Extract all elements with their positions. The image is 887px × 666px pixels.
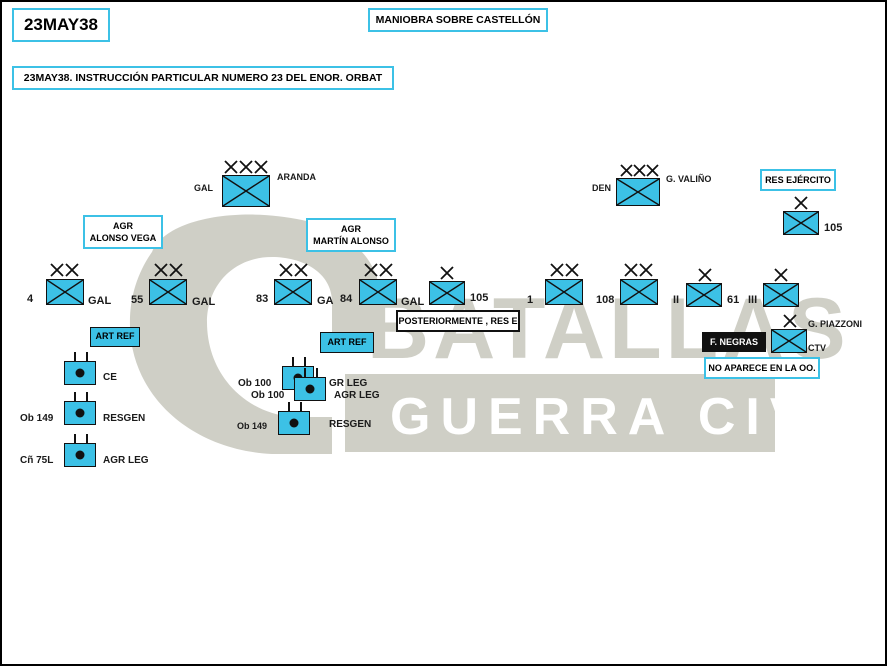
unit-piazzoni (771, 329, 807, 353)
division-108-number: 108 (596, 294, 615, 306)
echelon-x-piazzoni (783, 314, 797, 328)
unit-brigade-61 (686, 283, 722, 307)
unit-105-reserve-number: 105 (824, 222, 843, 234)
unit-brigade-105 (429, 281, 465, 305)
echelon-xx-84 (364, 263, 394, 277)
art-unit-agr-leg-left (64, 434, 96, 467)
valino-right-label: G. VALIÑO (666, 174, 712, 184)
unit-division-83 (274, 279, 312, 305)
agr-martin-alonso-line1: AGR (341, 224, 361, 234)
echelon-xx-1 (550, 263, 580, 277)
art-resgen-right-name: RESGEN (329, 419, 372, 430)
note-no-aparece-label: NO APARECE EN LA OO. (708, 363, 816, 373)
division-4-suffix: GAL (88, 295, 112, 307)
echelon-x-105 (440, 266, 454, 280)
title-box: MANIOBRA SOBRE CASTELLÓN (368, 8, 548, 32)
unit-division-84 (359, 279, 397, 305)
division-83-suffix: GA (317, 295, 334, 307)
subtitle-box: 23MAY38. INSTRUCCIÓN PARTICULAR NUMERO 2… (12, 66, 394, 90)
watermark-helmet-shape (129, 214, 381, 454)
agr-alonso-vega-box: AGR ALONSO VEGA (83, 215, 163, 249)
division-4-number: 4 (27, 293, 34, 305)
art-gr-leg-name: GR LEG (329, 378, 368, 389)
art-resgen-left-name: RESGEN (103, 413, 146, 424)
echelon-xxx-valino (620, 164, 660, 178)
agr-martin-alonso-line2: MARTÍN ALONSO (313, 236, 389, 246)
echelon-x-61 (698, 268, 712, 282)
art-unit-ce (64, 352, 96, 385)
art-ce-name: CE (103, 372, 117, 383)
art-unit-agr-leg-right (294, 368, 326, 401)
piazzoni-name: G. PIAZZONI (808, 319, 862, 329)
unit-105-reserve (783, 211, 819, 235)
date-box: 23MAY38 (12, 8, 110, 42)
note-posteriormente-label: POSTERIORMENTE , RES E (398, 316, 518, 326)
aranda-left-label: GAL (194, 183, 213, 193)
note-f-negras-label: F. NEGRAS (709, 337, 758, 347)
unit-division-55 (149, 279, 187, 305)
division-55-suffix: GAL (192, 296, 216, 308)
unit-division-1 (545, 279, 583, 305)
unit-brigade-iii (763, 283, 799, 307)
art-ref-right-label: ART REF (327, 337, 367, 347)
unit-aranda-corps (222, 175, 270, 207)
art-agr-leg-right-prefix: Ob 100 (251, 390, 285, 401)
unit-division-4 (46, 279, 84, 305)
note-f-negras: F. NEGRAS (702, 332, 766, 352)
art-unit-resgen-right (278, 402, 310, 435)
brigade-iii-prefix: III (748, 294, 758, 306)
unit-division-108 (620, 279, 658, 305)
brigade-105-number: 105 (470, 292, 489, 304)
agr-alonso-vega-line1: AGR (113, 221, 133, 231)
art-ref-left-label: ART REF (95, 331, 135, 341)
note-posteriormente: POSTERIORMENTE , RES E (396, 310, 520, 332)
agr-martin-alonso-box: AGR MARTÍN ALONSO (306, 218, 396, 252)
valino-left-label: DEN (592, 183, 612, 193)
art-agr-leg-left-name: AGR LEG (103, 455, 149, 466)
aranda-right-label: ARANDA (277, 172, 316, 182)
res-ejercito-label: RES EJÉRCITO (765, 175, 831, 185)
art-resgen-left-prefix: Ob 149 (20, 413, 54, 424)
art-ref-left-tag: ART REF (90, 327, 140, 347)
division-84-suffix: GAL (401, 296, 425, 308)
echelon-xx-83 (279, 263, 309, 277)
art-gr-leg-prefix: Ob 100 (238, 378, 272, 389)
echelon-xx-108 (624, 263, 654, 277)
subtitle-label: 23MAY38. INSTRUCCIÓN PARTICULAR NUMERO 2… (23, 72, 383, 84)
watermark-band (345, 374, 775, 452)
division-1-number: 1 (527, 294, 534, 306)
echelon-xx-55 (154, 263, 184, 277)
division-83-number: 83 (256, 293, 269, 305)
echelon-x-iii (774, 268, 788, 282)
agr-alonso-vega-line2: ALONSO VEGA (89, 233, 157, 243)
echelon-xx-4 (50, 263, 80, 277)
piazzoni-suffix: CTV (808, 343, 826, 353)
unit-valino-corps (616, 178, 660, 206)
title-label: MANIOBRA SOBRE CASTELLÓN (375, 14, 541, 26)
echelon-xxx-aranda (224, 160, 268, 174)
echelon-x-105-reserve (794, 196, 808, 210)
division-55-number: 55 (131, 294, 144, 306)
brigade-61-number: 61 (727, 294, 740, 306)
note-no-aparece: NO APARECE EN LA OO. (704, 357, 820, 379)
brigade-61-prefix: II (673, 294, 680, 306)
division-84-number: 84 (340, 293, 353, 305)
art-agr-leg-right-name: AGR LEG (334, 390, 380, 401)
date-label: 23MAY38 (23, 15, 99, 34)
watermark-line2: GUERRA CIVIL (390, 388, 881, 446)
art-ref-right-tag: ART REF (320, 332, 374, 353)
res-ejercito-box: RES EJÉRCITO (760, 169, 836, 191)
art-agr-leg-left-prefix: Cñ 75L (20, 455, 54, 466)
art-resgen-right-prefix: Ob 149 (237, 421, 268, 431)
art-unit-resgen-left (64, 392, 96, 425)
